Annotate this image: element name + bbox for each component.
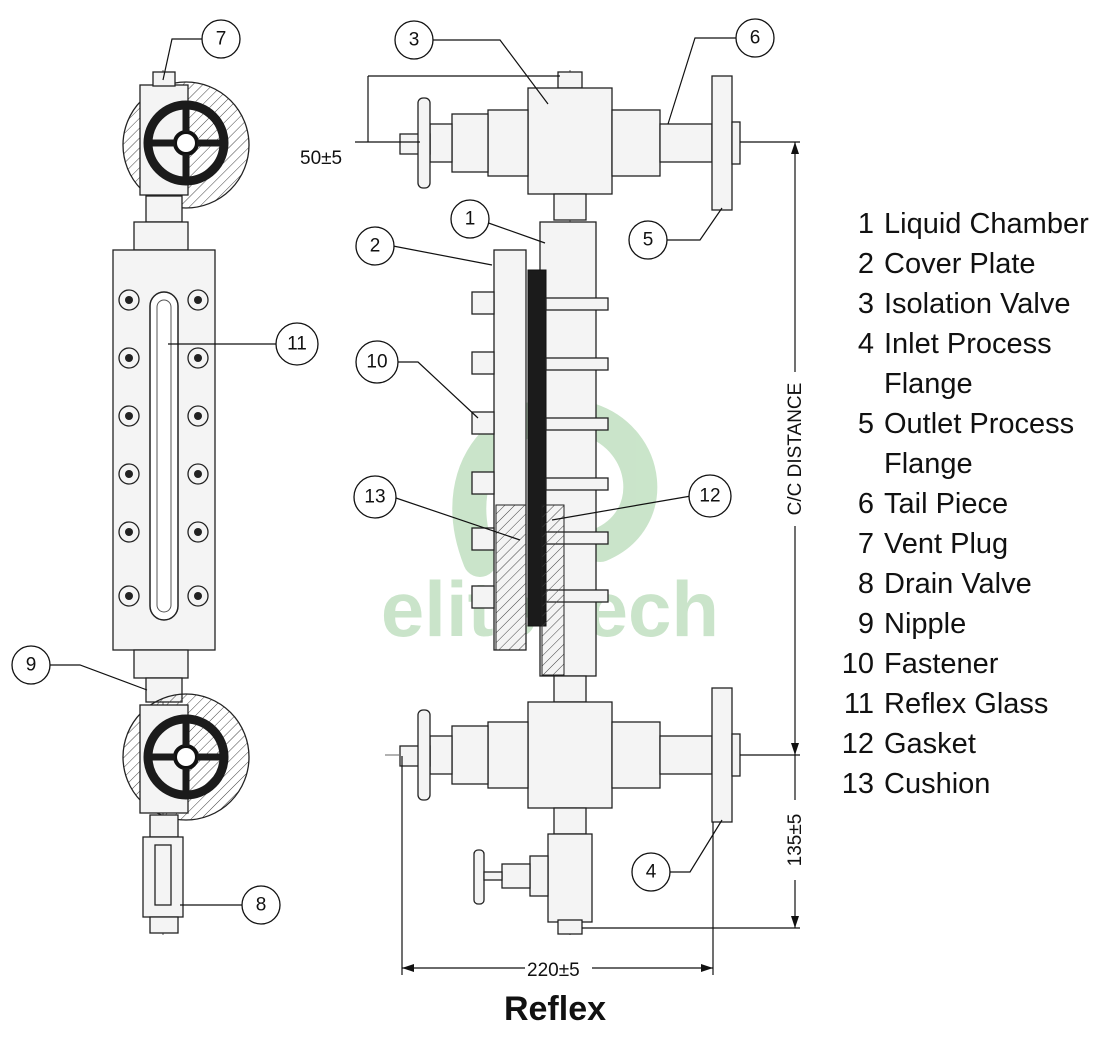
svg-text:11: 11 xyxy=(287,334,307,355)
legend-item-cushion: 13 Cushion xyxy=(841,768,991,800)
svg-text:6: 6 xyxy=(750,28,761,49)
dim-vent-offset: 50±5 xyxy=(300,148,342,169)
svg-text:2: 2 xyxy=(370,236,381,257)
svg-text:10: 10 xyxy=(366,352,387,373)
dim-drain-offset: 135±5 xyxy=(785,814,806,867)
legend-item-liquid-chamber: 1 Liquid Chamber xyxy=(857,208,1089,240)
legend-item-inlet-process-flange-cont: Flange xyxy=(884,368,973,400)
top-handwheel-icon xyxy=(143,100,229,186)
svg-text:7: 7 xyxy=(216,29,227,50)
front-view xyxy=(112,70,250,935)
svg-text:13: 13 xyxy=(364,487,385,508)
svg-text:8: 8 xyxy=(256,895,267,916)
legend-item-gasket: 12 Gasket xyxy=(841,728,976,760)
svg-text:1: 1 xyxy=(465,209,476,230)
legend-item-outlet-process-flange-cont: Flange xyxy=(884,448,973,480)
legend-item-reflex-glass: 11 Reflex Glass xyxy=(843,688,1049,720)
legend-item-drain-valve: 8 Drain Valve xyxy=(857,568,1032,600)
callout-10: 10 xyxy=(355,340,399,384)
callout-7: 7 xyxy=(201,19,241,59)
svg-text:3: 3 xyxy=(409,30,420,51)
dimension-lines xyxy=(355,75,800,975)
callout-6: 6 xyxy=(735,18,775,58)
svg-text:12: 12 xyxy=(699,486,720,507)
callout-11: 11 xyxy=(275,322,319,366)
side-view xyxy=(385,70,741,935)
callout-12: 12 xyxy=(688,474,732,518)
svg-text:5: 5 xyxy=(643,230,654,251)
leader-lines xyxy=(50,37,737,906)
callout-4: 4 xyxy=(631,852,671,892)
callout-13: 13 xyxy=(353,475,397,519)
bottom-handwheel-icon xyxy=(143,714,229,800)
legend-item-tail-piece: 6 Tail Piece xyxy=(857,488,1009,520)
svg-text:4: 4 xyxy=(646,862,657,883)
legend-item-inlet-process-flange: 4 Inlet Process xyxy=(857,328,1052,360)
legend-item-cover-plate: 2 Cover Plate xyxy=(857,248,1036,280)
dim-cc-distance: C/C DISTANCE xyxy=(785,383,806,516)
callout-1: 1 xyxy=(450,199,490,239)
parts-legend: 1 Liquid Chamber 2 Cover Plate 3 Isolati… xyxy=(826,204,1096,804)
legend-item-fastener: 10 Fastener xyxy=(841,648,999,680)
callout-5: 5 xyxy=(628,220,668,260)
legend-item-outlet-process-flange: 5 Outlet Process xyxy=(857,408,1075,440)
front-bolts xyxy=(118,289,209,607)
callout-9: 9 xyxy=(11,645,51,685)
callout-3: 3 xyxy=(394,20,434,60)
diagram-caption: Reflex xyxy=(503,990,607,1028)
svg-text:9: 9 xyxy=(26,655,37,676)
legend-item-isolation-valve: 3 Isolation Valve xyxy=(857,288,1071,320)
legend-item-vent-plug: 7 Vent Plug xyxy=(857,528,1009,560)
dim-width: 220±5 xyxy=(527,960,580,981)
callout-8: 8 xyxy=(241,885,281,925)
legend-item-nipple: 9 Nipple xyxy=(857,608,967,640)
callout-2: 2 xyxy=(355,226,395,266)
